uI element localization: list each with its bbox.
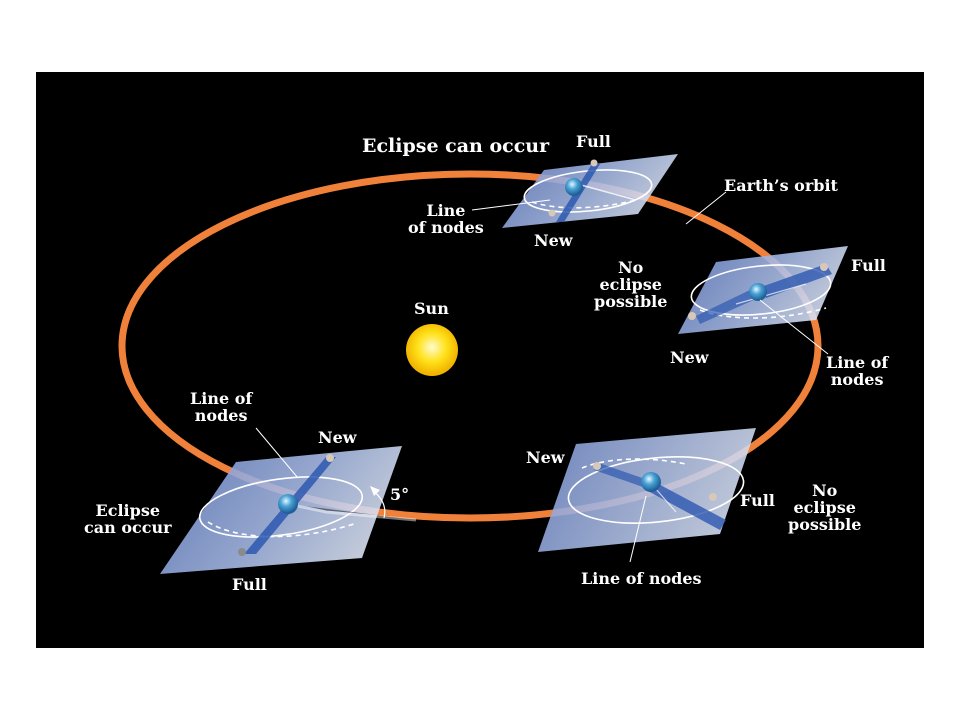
label-left-new: New — [318, 428, 357, 447]
label-bottom-new: New — [526, 448, 565, 467]
pointer-top-line-of-nodes — [471, 199, 551, 211]
label-earths-orbit: Earth’s orbit — [724, 176, 838, 195]
top-moon-new — [548, 209, 556, 217]
sun — [406, 324, 458, 376]
label-top-line-of-nodes: Line of nodes — [408, 201, 484, 237]
label-top-eclipse-can-occur: Eclipse can occur — [362, 135, 550, 157]
bottom-moon-full — [709, 493, 717, 501]
bottom-earth — [641, 472, 661, 492]
orbit-diagram: Eclipse can occur Full Line of nodes New… — [36, 72, 924, 648]
left-moon-new — [326, 454, 334, 462]
label-top-new: New — [534, 231, 573, 250]
angle-arrow — [370, 486, 380, 496]
pointer-left-line-of-nodes — [255, 427, 299, 479]
label-right-no-eclipse: No eclipse possible — [594, 258, 668, 311]
top-moon-full — [590, 159, 598, 167]
label-bottom-full: Full — [740, 491, 775, 510]
label-right-full: Full — [851, 256, 886, 275]
label-left-line-of-nodes: Line of nodes — [190, 389, 253, 425]
label-left-eclipse-can-occur: Eclipse can occur — [84, 501, 172, 537]
top-earth — [565, 178, 583, 196]
top-orbit-plane — [502, 154, 678, 228]
label-left-full: Full — [232, 575, 267, 594]
pointer-earths-orbit — [685, 191, 727, 225]
diagram-graphics — [118, 154, 848, 574]
right-moon-full — [820, 263, 828, 271]
left-moon-full — [238, 548, 246, 556]
label-right-new: New — [670, 348, 709, 367]
left-earth — [278, 494, 298, 514]
label-bottom-no-eclipse: No eclipse possible — [788, 481, 862, 534]
right-orbit-plane — [678, 246, 848, 334]
bottom-moon-new — [593, 462, 601, 470]
right-earth — [749, 283, 767, 301]
pointer-right-line-of-nodes — [759, 299, 829, 355]
right-moon-new — [688, 312, 696, 320]
label-top-full: Full — [576, 132, 611, 151]
left-orbit-plane — [160, 446, 417, 574]
label-sun: Sun — [414, 299, 449, 318]
pointer-bottom-line-of-nodes — [629, 495, 647, 563]
label-right-line-of-nodes: Line of nodes — [826, 353, 889, 389]
bottom-orbit-plane — [538, 428, 756, 552]
label-bottom-line-of-nodes: Line of nodes — [581, 569, 702, 588]
label-angle-5: 5° — [390, 485, 410, 504]
